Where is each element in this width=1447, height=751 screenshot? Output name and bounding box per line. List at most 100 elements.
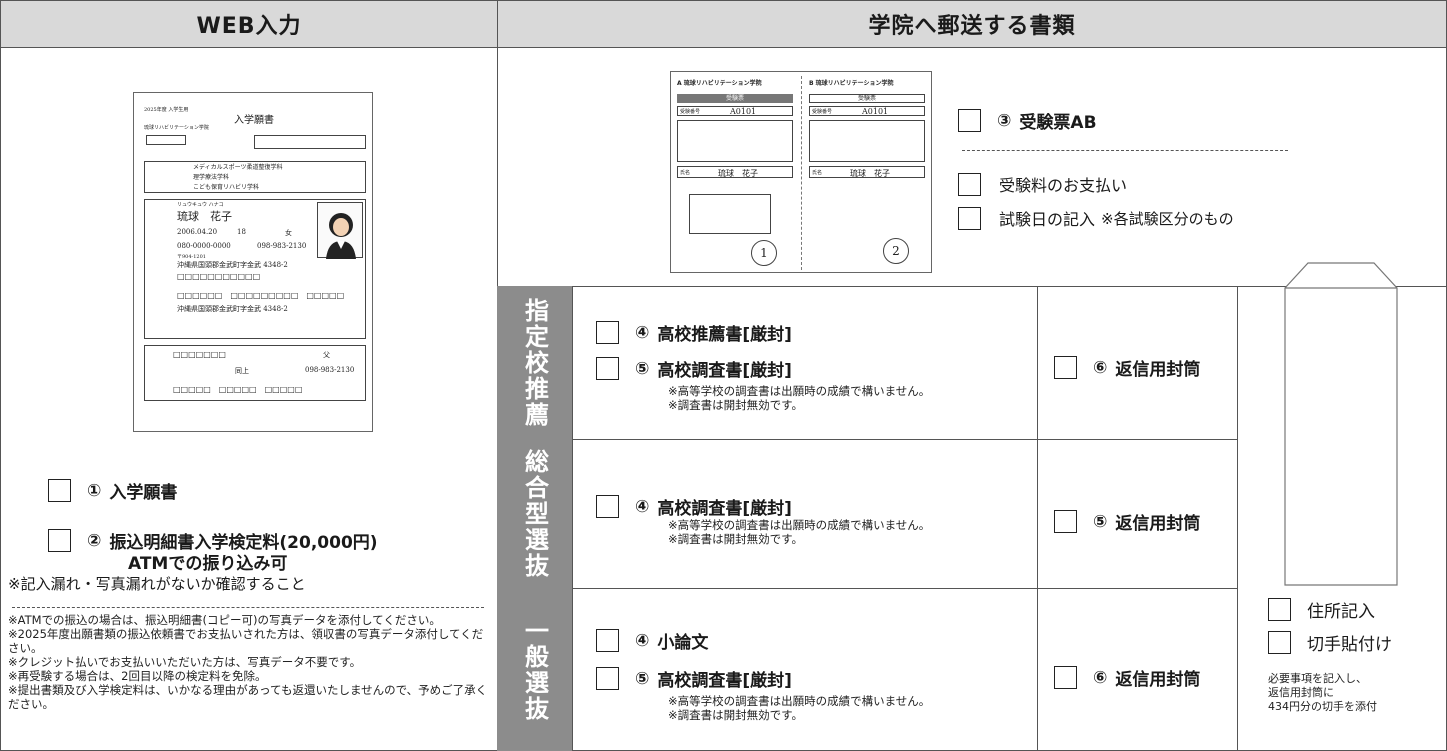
form-boxes: □□□□□□□□□□□: [177, 272, 261, 281]
ticket-panel: [497, 47, 1447, 287]
item-label: 返信用封筒: [1115, 514, 1201, 534]
ticket-name-label: 氏名: [680, 170, 691, 176]
ticket-number: A0101: [862, 107, 889, 116]
form-cell: [254, 135, 366, 149]
section2-envelope: ⑤ 返信用封筒: [1054, 509, 1200, 534]
item-label: 試験日の記入: [999, 210, 1096, 229]
divider: [12, 607, 484, 608]
item-label: 返信用封筒: [1115, 360, 1201, 380]
item-num: ⑤: [635, 358, 650, 379]
item-num: ⑥: [1093, 357, 1108, 378]
form-school: 琉球リハビリテーション学院: [144, 125, 209, 131]
web-item-1: ① 入学願書: [48, 478, 177, 503]
envelope-note-line: 必要事項を記入し、: [1268, 672, 1367, 685]
application-form-preview: 2025年度 入学生用 入学願書 琉球リハビリテーション学院 メディカルスポーツ…: [133, 92, 373, 432]
ticket-number: A0101: [730, 107, 757, 116]
form-boxes: □□□□□□□: [173, 350, 226, 359]
envelope-note-line: 返信用封筒に: [1268, 686, 1334, 699]
ticket-b-name: 氏名 琉球 花子: [809, 166, 925, 178]
web-notes: ※ATMでの振込の場合は、振込明細書(コピー可)の写真データを添付してください。…: [8, 613, 490, 711]
item-note: ※調査書は開封無効です。: [668, 398, 803, 412]
item-label: 小論文: [657, 633, 709, 653]
form-cell: [146, 135, 186, 145]
item-label: 高校調査書[厳封]: [657, 671, 792, 691]
web-header-title: WEB入力: [196, 14, 302, 39]
ticket-item-fee: 受験料のお支払い: [958, 172, 1127, 196]
checkbox[interactable]: [958, 109, 981, 132]
item-num: ④: [635, 322, 650, 343]
item-label: 振込明細書入学検定料(20,000円): [109, 533, 378, 553]
section3-envelope: ⑥ 返信用封筒: [1054, 665, 1200, 690]
item-note: ※調査書は開封無効です。: [668, 708, 803, 722]
checkbox[interactable]: [48, 529, 71, 552]
checkbox[interactable]: [1054, 510, 1077, 533]
form-guardian: □□□□□□□ 父 同上 098-983-2130 □□□□□ □□□□□ □□…: [144, 345, 366, 401]
form-dept2: 理学療法学科: [193, 174, 230, 181]
ticket-item-main: ③ 受験票AB: [958, 108, 1097, 133]
form-dept1: メディカルスポーツ柔道整復学科: [193, 164, 283, 171]
form-postal: 〒904-1201: [177, 254, 206, 260]
web-note: ※2025年度出願書類の振込依頼書でお支払いされた方は、領収書の写真データ添付し…: [8, 627, 484, 655]
section-side-label: 総合型選抜: [520, 449, 549, 579]
envelope-check-2: 切手貼付け: [1268, 630, 1392, 655]
checkbox[interactable]: [1268, 598, 1291, 621]
item-sublabel: ATMでの振り込み可: [128, 554, 288, 574]
item-label: 住所記入: [1307, 602, 1375, 622]
form-dept-table: メディカルスポーツ柔道整復学科 理学療法学科 こども保育リハビリ学科: [144, 161, 366, 193]
item-num: ④: [635, 630, 650, 651]
form-name: 琉球 花子: [177, 210, 232, 223]
ticket-fold: [801, 76, 802, 270]
item-note: ※調査書は開封無効です。: [668, 532, 803, 546]
item-label: 高校調査書[厳封]: [657, 499, 792, 519]
checkbox[interactable]: [1054, 666, 1077, 689]
ticket-item-date: 試験日の記入 ※各試験区分のもの: [958, 206, 1234, 230]
form-age: 18: [237, 228, 246, 236]
checkbox[interactable]: [958, 206, 981, 230]
ticket-a-title: A 琉球リハビリテーション学院: [677, 80, 762, 87]
form-tel: 098-983-2130: [257, 242, 307, 250]
checkbox[interactable]: [596, 321, 619, 344]
ticket-preview: A 琉球リハビリテーション学院 受験票 受験番号 A0101 氏名 琉球 花子 …: [670, 71, 932, 273]
item-num: ⑤: [635, 668, 650, 689]
section3-item-1: ④ 小論文: [596, 628, 708, 653]
item-note: ※各試験区分のもの: [1101, 209, 1234, 228]
web-note: ※提出書類及び入学検定料は、いかなる理由があっても返還いたしませんので、予めご了…: [8, 683, 488, 711]
item-num: ④: [635, 496, 650, 517]
ticket-name: 琉球 花子: [850, 169, 890, 178]
checkbox[interactable]: [596, 357, 619, 380]
checkbox[interactable]: [48, 479, 71, 502]
envelope-check-1: 住所記入: [1268, 597, 1375, 622]
item-label: 高校推薦書[厳封]: [657, 325, 792, 345]
section1-item-2: ⑤ 高校調査書[厳封]: [596, 356, 792, 381]
web-warning: ※記入漏れ・写真漏れがないか確認すること: [8, 575, 306, 593]
ticket-b-header: 受験票: [809, 94, 925, 103]
form-year: 2025年度 入学生用: [144, 107, 189, 113]
form-name-kana: リュウキュウ ハナコ: [177, 202, 224, 208]
item-label: 受験料のお支払い: [999, 176, 1128, 195]
item-num: ①: [87, 480, 102, 501]
ticket-name-label: 氏名: [812, 170, 823, 176]
ticket-a-header: 受験票: [677, 94, 793, 103]
checkbox[interactable]: [596, 667, 619, 690]
form-photo: [317, 202, 363, 259]
web-item-2: ② 振込明細書入学検定料(20,000円): [48, 528, 378, 553]
checkbox[interactable]: [1054, 356, 1077, 379]
checkbox[interactable]: [958, 172, 981, 196]
checkbox[interactable]: [1268, 631, 1291, 654]
form-dept3: こども保育リハビリ学科: [193, 184, 260, 191]
section2-item-1: ④ 高校調査書[厳封]: [596, 494, 792, 519]
envelope-icon: [1284, 262, 1398, 586]
web-note: ※クレジット払いでお支払いいただいた方は、写真データ不要です。: [8, 655, 362, 669]
checkbox[interactable]: [596, 629, 619, 652]
item-num: ⑥: [1093, 667, 1108, 688]
web-note: ※再受験する場合は、2回目以降の検定料を免除。: [8, 669, 267, 683]
item-label: 受験票AB: [1019, 113, 1097, 133]
form-phone: 080-0000-0000: [177, 242, 231, 250]
checkbox[interactable]: [596, 495, 619, 518]
form-guardian-rel: 父: [323, 351, 330, 359]
item-num: ②: [87, 530, 102, 551]
form-boxes: □□□□□□ □□□□□□□□□ □□□□□: [177, 291, 345, 300]
item-label: 高校調査書[厳封]: [657, 361, 792, 381]
item-note: ※高等学校の調査書は出願時の成績で構いません。: [668, 694, 931, 708]
form-boxes: □□□□□ □□□□□ □□□□□: [173, 385, 303, 394]
